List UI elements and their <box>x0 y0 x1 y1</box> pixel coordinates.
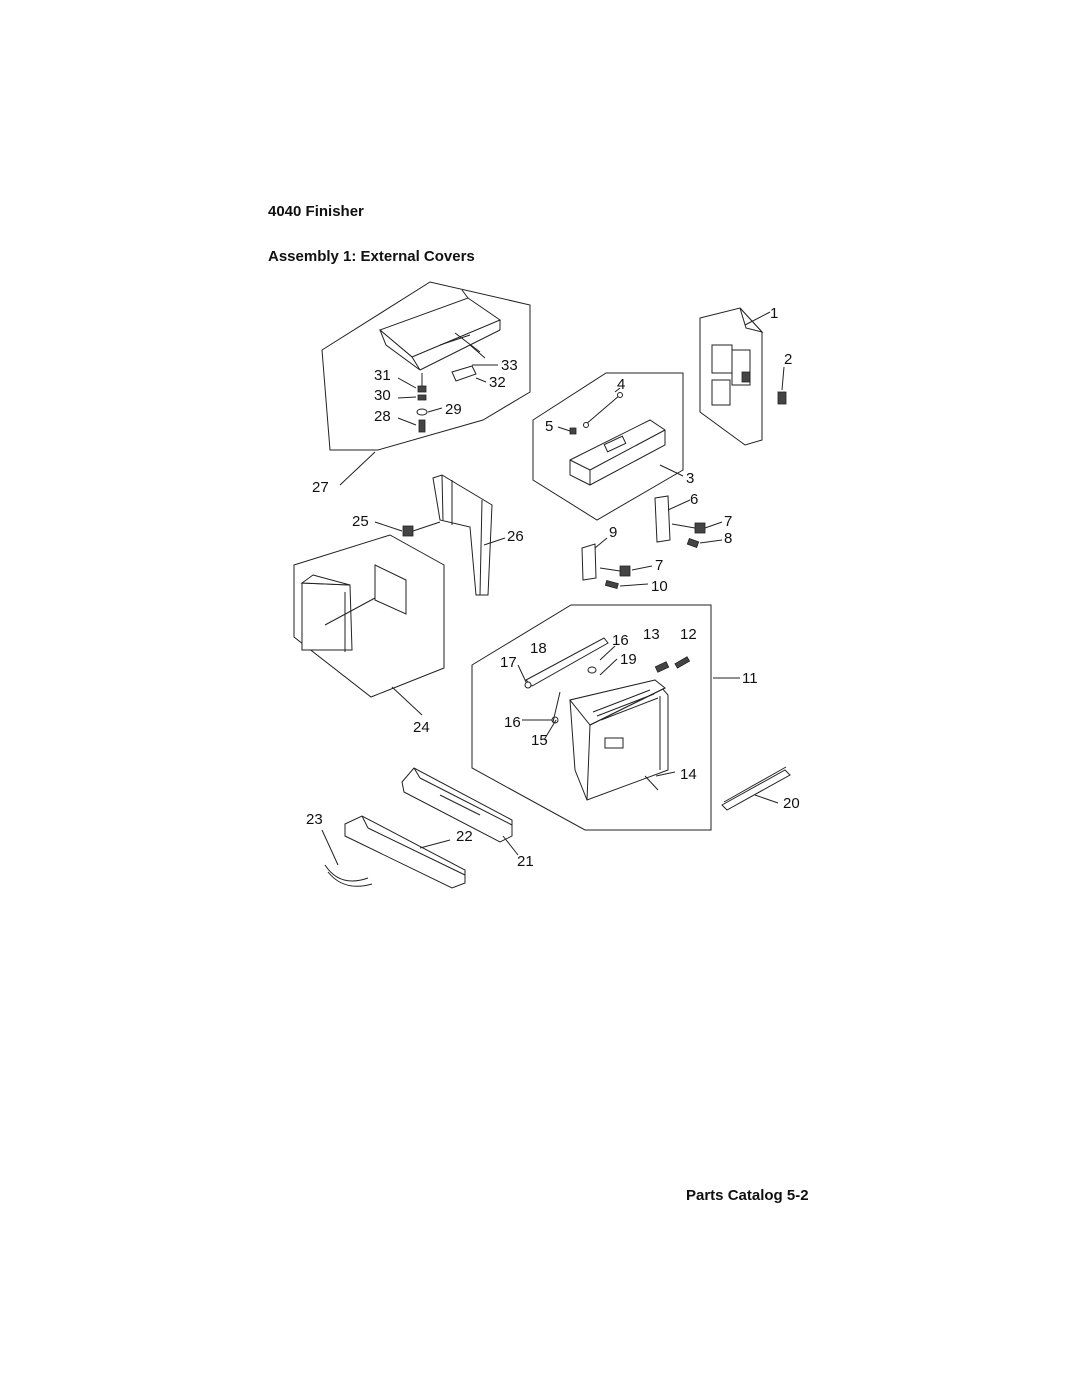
callout-16b: 16 <box>504 714 521 731</box>
part-group-6-10 <box>581 495 723 589</box>
part-20-guide-rail <box>721 769 791 811</box>
callout-30: 30 <box>374 387 391 404</box>
callout-11: 11 <box>742 670 758 687</box>
group-24-outline <box>293 534 445 698</box>
callout-17: 17 <box>500 654 517 671</box>
callout-1: 1 <box>770 305 778 322</box>
part-13-pin <box>654 661 670 673</box>
part-6-bracket <box>654 495 671 543</box>
part-10-pin <box>604 580 619 589</box>
group-3-outline <box>532 372 684 521</box>
part-30-collar <box>417 394 427 401</box>
callout-27: 27 <box>312 479 329 496</box>
part-group-21-23 <box>321 767 519 889</box>
part-group-24 <box>293 534 445 716</box>
part-8-pin <box>686 537 700 549</box>
part-7-screw-a <box>694 522 706 534</box>
callout-32: 32 <box>489 374 506 391</box>
callout-labels: 1 2 3 4 5 6 7 7 8 9 10 11 12 13 14 15 16… <box>306 305 800 870</box>
callout-16a: 16 <box>612 632 629 649</box>
part-group-11 <box>471 604 740 831</box>
callout-9: 9 <box>609 524 617 541</box>
callout-33: 33 <box>501 357 518 374</box>
part-12-spring <box>674 656 691 669</box>
part-9-bracket <box>581 543 597 581</box>
callout-6: 6 <box>690 491 698 508</box>
callout-12: 12 <box>680 626 697 643</box>
group-11-outline <box>471 604 712 831</box>
document-title: 4040 Finisher <box>268 203 364 220</box>
callout-7a: 7 <box>724 513 732 530</box>
callout-18: 18 <box>530 640 547 657</box>
page-footer: Parts Catalog 5-2 <box>686 1187 809 1204</box>
part-31-spring <box>417 385 427 393</box>
part-5-screw <box>569 427 577 435</box>
callout-7b: 7 <box>655 557 663 574</box>
callout-4: 4 <box>617 376 625 393</box>
part-25-screw <box>402 525 414 537</box>
part-group-26 <box>374 474 506 596</box>
callout-21: 21 <box>517 853 534 870</box>
assembly-title: Assembly 1: External Covers <box>268 248 475 265</box>
callout-15: 15 <box>531 732 548 749</box>
part-group-1 <box>699 307 787 446</box>
callout-28: 28 <box>374 408 391 425</box>
part-group-27 <box>321 281 531 486</box>
part-23-clip <box>324 864 369 882</box>
callout-22: 22 <box>456 828 473 845</box>
callout-19: 19 <box>620 651 637 668</box>
callout-8: 8 <box>724 530 732 547</box>
callout-29: 29 <box>445 401 462 418</box>
part-22-front-base-cover <box>344 815 466 889</box>
part-3-rail-cover <box>569 419 666 486</box>
callout-2: 2 <box>784 351 792 368</box>
part-2-screw <box>777 391 787 405</box>
part-7-screw-b <box>619 565 631 577</box>
callout-14: 14 <box>680 766 697 783</box>
part-32-bracket <box>451 365 477 382</box>
callout-5: 5 <box>545 418 553 435</box>
callout-20: 20 <box>783 795 800 812</box>
callout-25: 25 <box>352 513 369 530</box>
callout-31: 31 <box>374 367 391 384</box>
part-26-side-panel <box>432 474 493 596</box>
part-28-screw <box>418 419 426 433</box>
part-group-20 <box>721 766 791 811</box>
part-24-panel-insert <box>374 564 407 615</box>
callout-24: 24 <box>413 719 430 736</box>
callout-23: 23 <box>306 811 323 828</box>
part-19-gear <box>587 666 597 674</box>
group-27-outline <box>321 281 531 451</box>
callout-3: 3 <box>686 470 694 487</box>
callout-26: 26 <box>507 528 524 545</box>
part-29-washer <box>416 408 428 416</box>
part-1-top-face <box>739 307 764 333</box>
callout-13: 13 <box>643 626 660 643</box>
part-group-3 <box>532 372 684 521</box>
callout-10: 10 <box>651 578 668 595</box>
